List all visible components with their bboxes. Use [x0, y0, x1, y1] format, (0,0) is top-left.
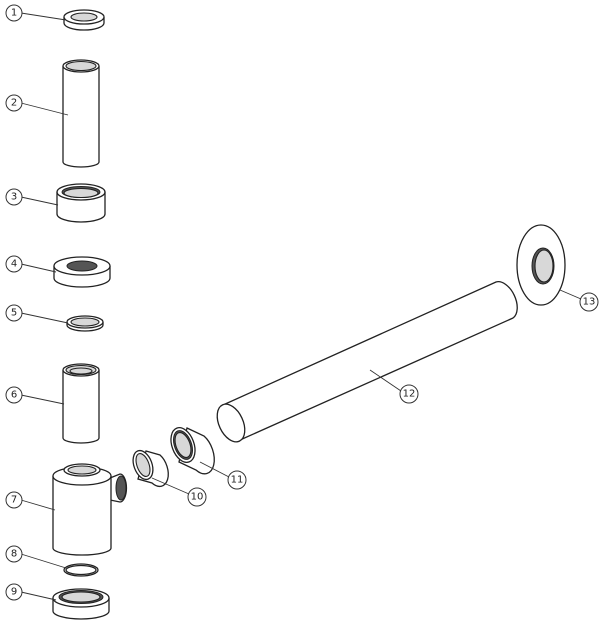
- svg-text:4: 4: [11, 259, 17, 270]
- part-9-nut: [52, 588, 110, 620]
- part-7-trap-body: [52, 463, 128, 556]
- callout-12: 12: [399, 384, 419, 404]
- part-10-ring: [132, 449, 169, 487]
- callout-5: 5: [5, 304, 23, 322]
- callout-13: 13: [579, 292, 599, 312]
- callout-1: 1: [5, 4, 23, 22]
- callout-6: 6: [5, 386, 23, 404]
- svg-text:5: 5: [11, 308, 17, 319]
- part-2-tube: [62, 59, 100, 168]
- callout-7: 7: [5, 491, 23, 509]
- part-11-nut: [170, 427, 215, 475]
- svg-text:8: 8: [11, 549, 17, 560]
- part-12-pipe: [216, 281, 518, 443]
- leader-lines: [20, 12, 582, 601]
- svg-text:10: 10: [191, 492, 204, 503]
- part-8-o-ring: [63, 563, 99, 577]
- callout-4: 4: [5, 255, 23, 273]
- part-13-wall-flange: [516, 224, 566, 306]
- part-4-ring: [53, 256, 111, 288]
- callout-2: 2: [5, 94, 23, 112]
- part-1-ring: [63, 9, 105, 31]
- callout-8: 8: [5, 545, 23, 563]
- svg-text:13: 13: [583, 297, 596, 308]
- svg-text:7: 7: [11, 495, 17, 506]
- svg-text:1: 1: [11, 8, 17, 19]
- svg-text:3: 3: [11, 192, 17, 203]
- callout-9: 9: [5, 583, 23, 601]
- svg-text:2: 2: [11, 98, 17, 109]
- svg-text:6: 6: [11, 390, 17, 401]
- callout-10: 10: [187, 487, 207, 507]
- svg-text:9: 9: [11, 587, 17, 598]
- callout-11: 11: [227, 470, 247, 490]
- part-5-washer: [66, 315, 104, 332]
- svg-text:11: 11: [231, 475, 244, 486]
- svg-text:12: 12: [403, 389, 416, 400]
- part-6-tube: [62, 363, 100, 444]
- part-3-nut: [56, 183, 106, 223]
- callout-3: 3: [5, 188, 23, 206]
